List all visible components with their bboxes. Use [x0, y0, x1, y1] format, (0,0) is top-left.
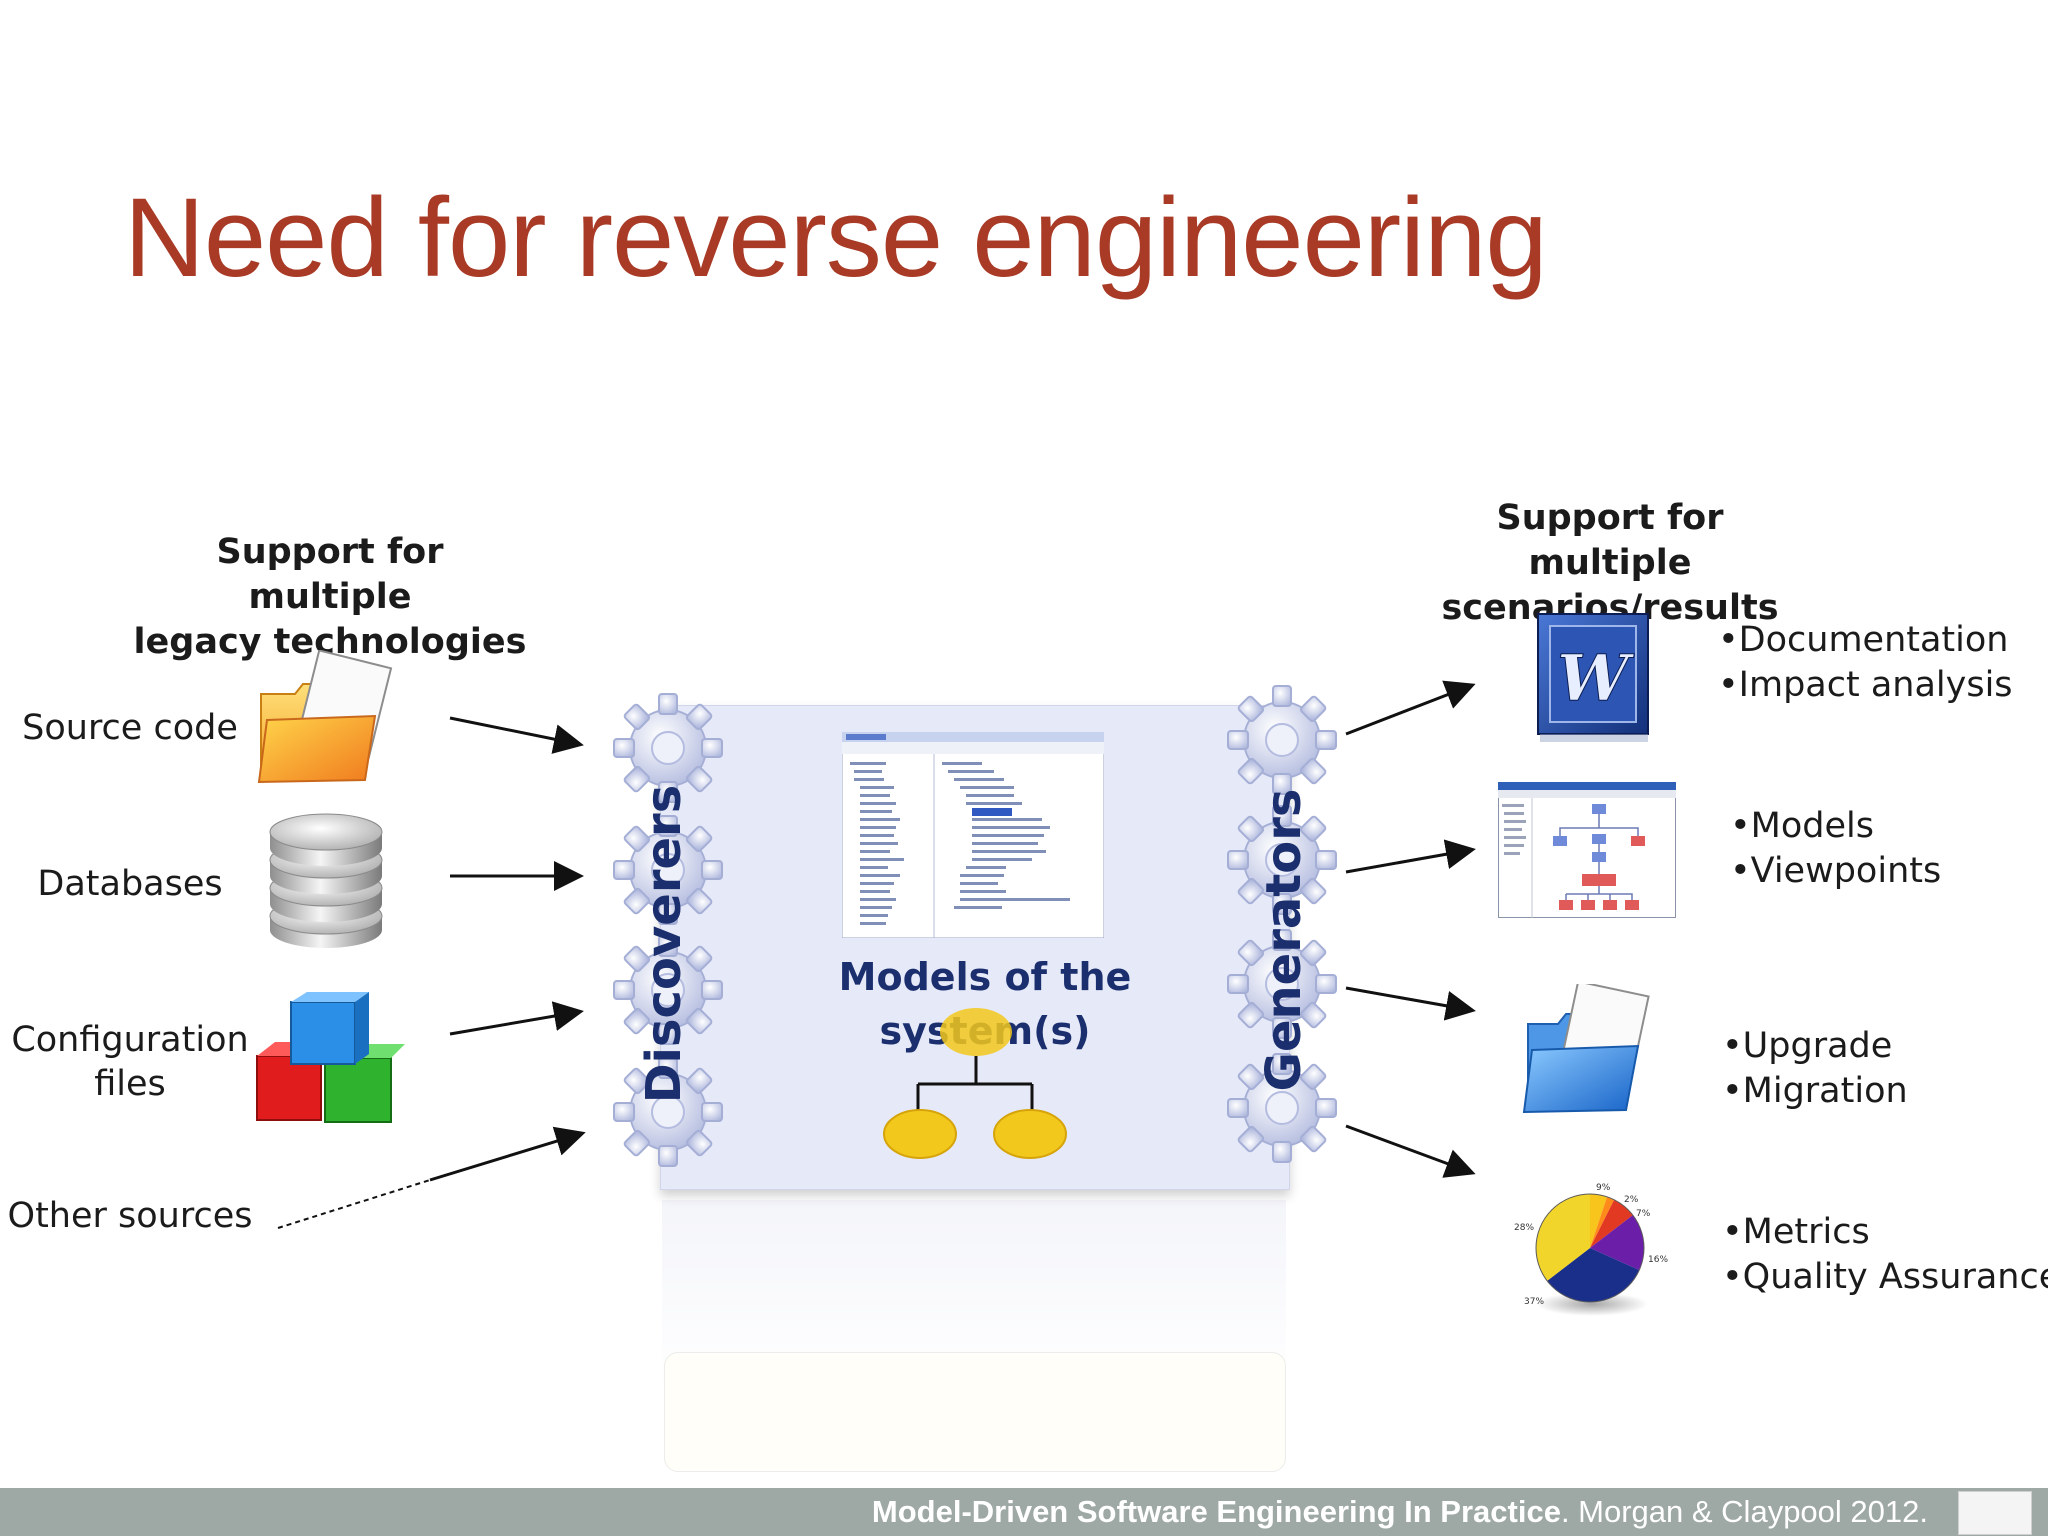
footer-book-title: Model-Driven Software Engineering In Pra… [871, 1494, 1561, 1529]
pie-chart-icon: 9% 2% 7% 16% 37% 28% [1514, 1183, 1668, 1316]
pie-label: 9% [1596, 1183, 1611, 1193]
output-list-documentation: Documentation Impact analysis [1718, 618, 2013, 708]
database-icon [269, 813, 383, 948]
output-list-upgrade: Upgrade Migration [1722, 1024, 1908, 1114]
output-list-metrics: Metrics Quality Assurance [1722, 1210, 2048, 1300]
arrow-models [1345, 839, 1476, 874]
pie-label: 7% [1636, 1209, 1651, 1219]
pie-label: 28% [1514, 1223, 1534, 1233]
source-label-other-sources: Other sources [7, 1196, 253, 1236]
blue-folder-icon [1522, 984, 1650, 1114]
footer-bar [0, 1488, 2048, 1536]
discoverers-label: Discoverers [636, 784, 692, 1104]
left-heading: Support for multiple legacy technologies [133, 532, 527, 662]
arrow-upgrade [1345, 986, 1476, 1021]
footer-citation: Model-Driven Software Engineering In Pra… [872, 1488, 1928, 1536]
footer-publisher: . Morgan & Claypool 2012. [1560, 1494, 1928, 1529]
source-label-databases: Databases [37, 864, 223, 904]
model-tree-diagram [883, 1008, 1067, 1159]
source-label-configuration-files: Configuration files [11, 1020, 249, 1104]
slide-thumbnail [1958, 1491, 2032, 1535]
cubes-icon [256, 992, 405, 1123]
pie-label: 2% [1624, 1195, 1639, 1205]
tree-left-node [883, 1109, 957, 1159]
right-heading: Support for multiple scenarios/results [1441, 498, 1779, 628]
pie-label: 37% [1524, 1297, 1544, 1307]
folder-icon [257, 650, 393, 784]
panel-reflection-box [664, 1352, 1286, 1472]
svg-text:W: W [1557, 641, 1635, 716]
pie-label: 16% [1648, 1255, 1668, 1265]
tree-right-node [993, 1109, 1067, 1159]
arrow-documentation [1345, 680, 1476, 736]
model-editor-icon [1498, 782, 1676, 918]
word-document-icon: W [1537, 613, 1649, 742]
generators-label: Generators [1256, 788, 1312, 1092]
model-explorer-screenshot [842, 732, 1104, 938]
output-list-models: Models Viewpoints [1730, 804, 1942, 894]
arrow-other-sources [429, 1126, 586, 1182]
arrow-configuration-files [449, 1001, 584, 1036]
arrow-source-code [449, 716, 584, 754]
slide-title: Need for reverse engineering [124, 175, 1548, 300]
source-label-source-code: Source code [22, 708, 238, 748]
arrow-metrics [1345, 1124, 1476, 1178]
tree-root-node [940, 1008, 1012, 1056]
gear-icon [1227, 685, 1337, 795]
